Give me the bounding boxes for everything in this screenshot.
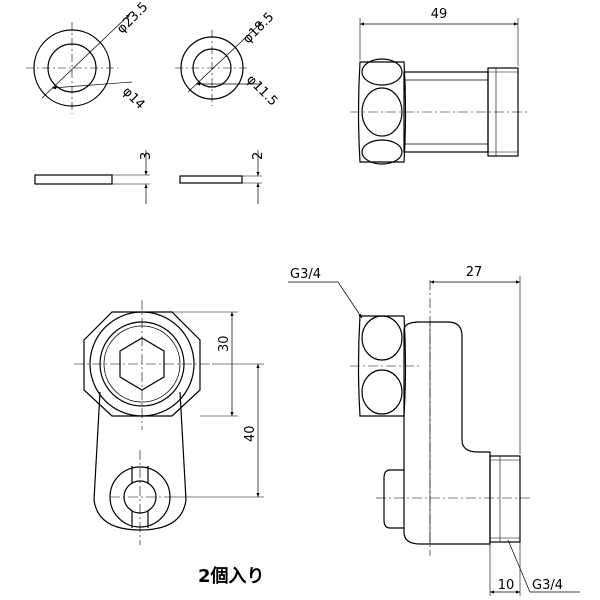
washer-large-inner-circle [47,43,97,93]
washer-small-side-view [179,150,262,204]
front-dim-lower-label: 40 [243,425,258,442]
washer-large-side-rect [34,174,113,185]
side-left-boss [383,469,404,529]
side-l-body [403,321,491,545]
washer-small-side-rect [179,175,243,184]
washer-small-outer-dia-label: φ18.5 [240,10,277,47]
side-bottom-len-label: 10 [498,578,515,593]
washer-small-top-view [175,21,263,106]
washer-large-top-view [26,13,133,114]
washer-small-inner-dia-label: φ11.5 [243,72,280,109]
top-length-label: 49 [431,7,448,22]
top-hex-nut [357,61,407,163]
washer-large-outer-dia-label: φ23.5 [114,0,151,37]
washer-large-inner-dia-label: φ14 [119,84,147,112]
side-thread-bottom-label: G3/4 [532,578,563,593]
washer-small-thickness-label: 2 [251,152,266,160]
front-hex-nut [83,311,201,417]
bottom-side-view [288,276,580,596]
washer-large-thickness-label: 3 [139,152,154,160]
front-dim-upper-label: 30 [217,335,232,352]
side-thread-top-label: G3/4 [290,267,321,282]
quantity-caption: 2個入り [198,566,265,587]
top-fitting-side-view [350,18,528,165]
washer-large-side-view [34,150,150,204]
side-width-label: 27 [466,265,483,280]
side-thread [489,455,521,543]
bottom-front-view [74,300,264,545]
